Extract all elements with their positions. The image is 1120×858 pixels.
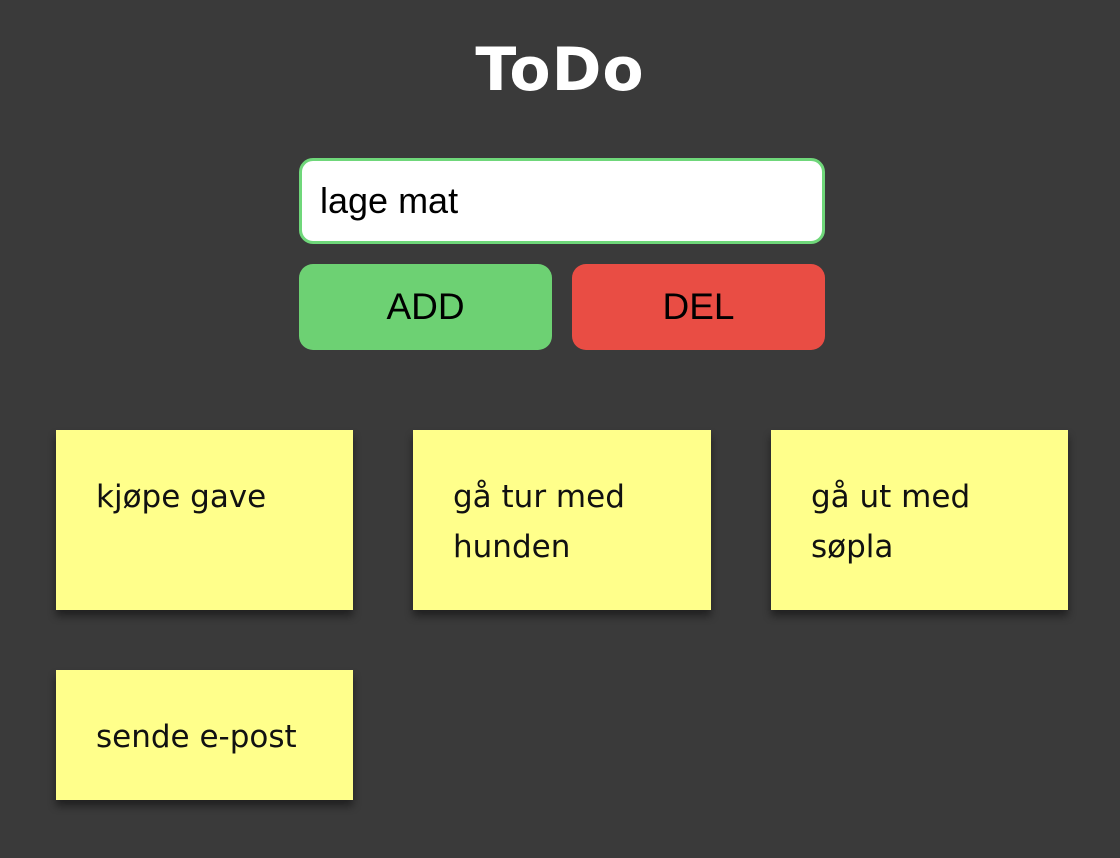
todo-note[interactable]: sende e-post	[56, 670, 353, 800]
add-button[interactable]: ADD	[299, 264, 552, 350]
todo-note[interactable]: kjøpe gave	[56, 430, 353, 610]
page-title: ToDo	[475, 35, 645, 105]
todo-note[interactable]: gå tur med hunden	[413, 430, 711, 610]
todo-input[interactable]	[302, 161, 822, 241]
todo-note[interactable]: gå ut med søpla	[771, 430, 1068, 610]
delete-button[interactable]: DEL	[572, 264, 825, 350]
todo-input-wrapper	[299, 158, 825, 244]
